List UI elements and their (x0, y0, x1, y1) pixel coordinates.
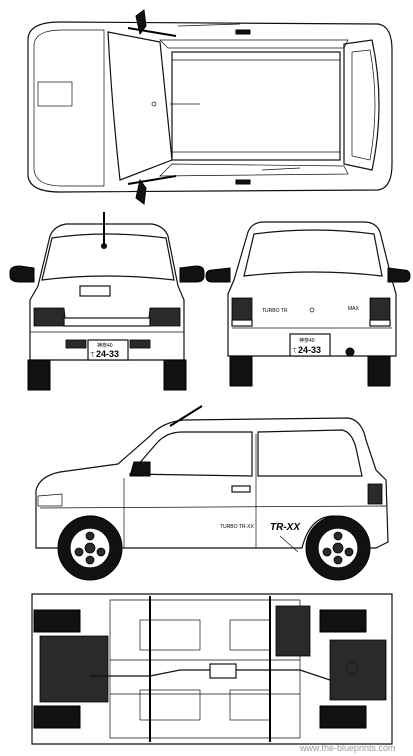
front-plate-prefix: て (90, 352, 95, 358)
rear-badge-right: MAX (348, 306, 360, 312)
side-logo: TR-XX (270, 522, 301, 533)
front-plate-number: 24-33 (96, 349, 119, 359)
rear-wheel (305, 515, 371, 581)
rear-badge-left: TURBO TR (262, 308, 288, 314)
watermark: www.the-blueprints.com (299, 743, 396, 753)
top-view (27, 9, 393, 205)
front-view: 神奈40 て 24-33 (9, 212, 205, 391)
rear-plate-prefix: て (292, 348, 297, 354)
underside-view: www.the-blueprints.com (31, 593, 396, 753)
front-wheel (57, 515, 123, 581)
front-plate-region: 神奈40 (97, 342, 113, 349)
rear-view: TURBO TR MAX 神奈40 て 24-33 (205, 221, 411, 387)
side-view: TURBO TR-XX TR-XX (35, 405, 389, 581)
side-decal: TURBO TR-XX (220, 524, 254, 530)
rear-plate-region: 神奈40 (299, 337, 315, 344)
rear-plate-number: 24-33 (298, 345, 321, 355)
